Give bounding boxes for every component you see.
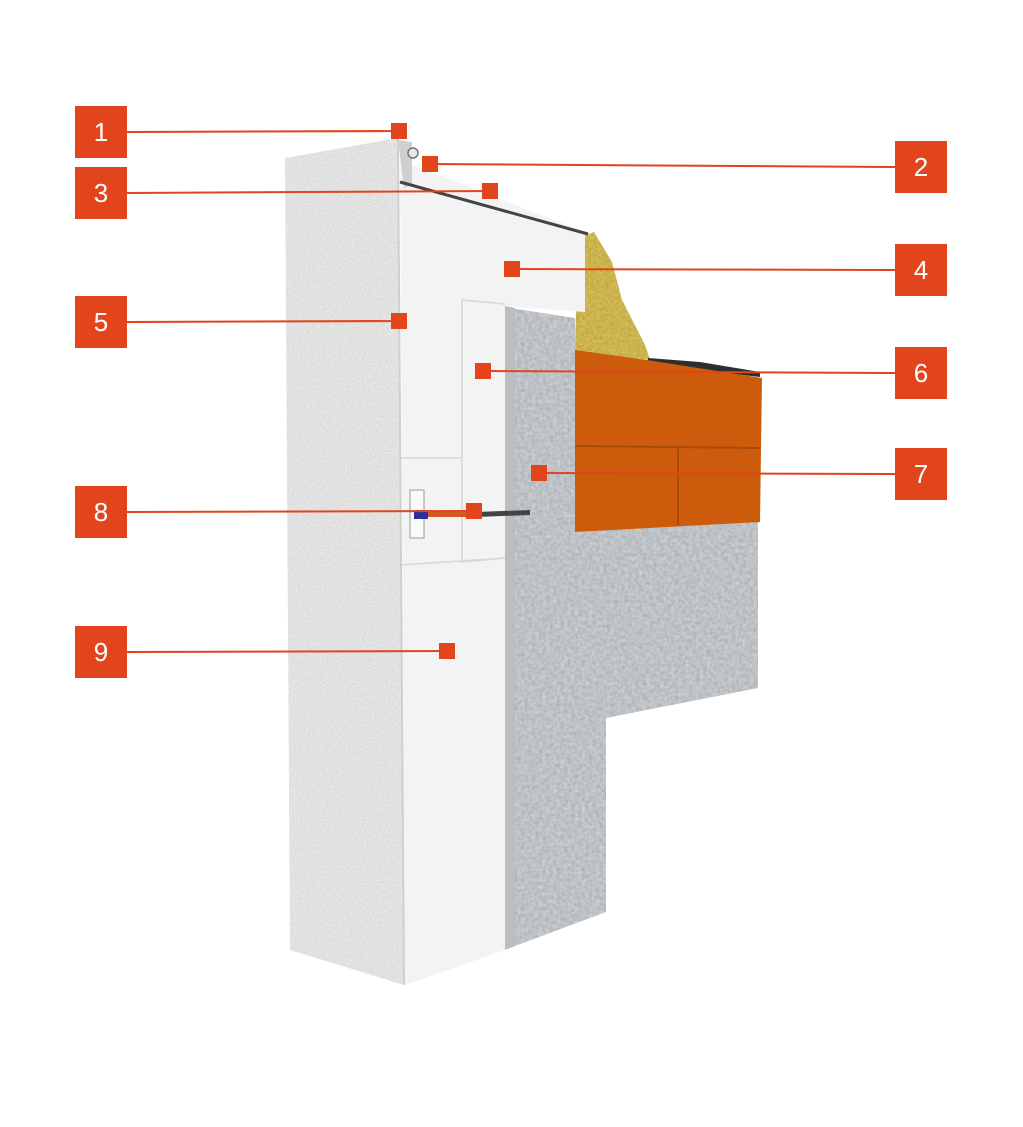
callout-number: 3 (94, 178, 108, 208)
callout-number: 6 (914, 358, 928, 388)
callouts: 1 2 3 4 5 6 7 8 9 (75, 106, 947, 678)
render-stucco-layer (285, 138, 404, 985)
callout-6: 6 (475, 347, 947, 399)
callout-number: 1 (94, 117, 108, 147)
callout-2: 2 (422, 141, 947, 193)
insulation-board (400, 160, 585, 985)
callout-leader-line (482, 370, 896, 374)
callout-marker (504, 261, 520, 277)
callout-marker (391, 313, 407, 329)
callout-5: 5 (75, 296, 407, 348)
callout-badge (895, 448, 947, 500)
render-edge (397, 137, 405, 986)
callout-marker (531, 465, 547, 481)
callout-marker (482, 183, 498, 199)
callout-badge (895, 347, 947, 399)
callout-leader-line (126, 130, 400, 133)
callout-number: 9 (94, 637, 108, 667)
anchor-shaft (428, 511, 476, 517)
callout-leader-line (538, 472, 896, 475)
callout-8: 8 (75, 486, 482, 538)
callout-9: 9 (75, 626, 455, 678)
callout-badge (75, 106, 127, 158)
callout-leader-line (126, 510, 475, 513)
callout-4: 4 (504, 244, 947, 296)
sealing-cord (407, 147, 419, 159)
callout-marker (391, 123, 407, 139)
callout-leader-line (511, 268, 896, 271)
callout-number: 7 (914, 459, 928, 489)
callout-marker (475, 363, 491, 379)
callout-marker (466, 503, 482, 519)
callout-leader-line (126, 650, 448, 653)
brick-mortar-lines (574, 445, 761, 525)
callout-badge (75, 296, 127, 348)
callout-badge (895, 141, 947, 193)
callout-marker (439, 643, 455, 659)
callout-badge (75, 167, 127, 219)
callout-leader-line (126, 320, 400, 323)
callout-1: 1 (75, 106, 407, 158)
wall-layers (285, 137, 762, 986)
callout-badge (75, 486, 127, 538)
callout-badge (895, 244, 947, 296)
brick-layer (575, 350, 762, 532)
callout-leader-line (126, 190, 491, 194)
callout-badge (75, 626, 127, 678)
callout-leader-line (429, 163, 896, 168)
anchor-screw (476, 510, 530, 517)
concrete-wall (510, 308, 758, 946)
callout-7: 7 (531, 448, 947, 500)
callout-number: 5 (94, 307, 108, 337)
insulation-board-seams (399, 299, 506, 566)
concrete-edge (505, 306, 515, 950)
callout-marker (422, 156, 438, 172)
anchor-cap (414, 510, 428, 519)
callout-number: 4 (914, 255, 928, 285)
callout-number: 2 (914, 152, 928, 182)
callout-3: 3 (75, 167, 498, 219)
mineral-wool-layer (575, 232, 650, 360)
callout-number: 8 (94, 497, 108, 527)
